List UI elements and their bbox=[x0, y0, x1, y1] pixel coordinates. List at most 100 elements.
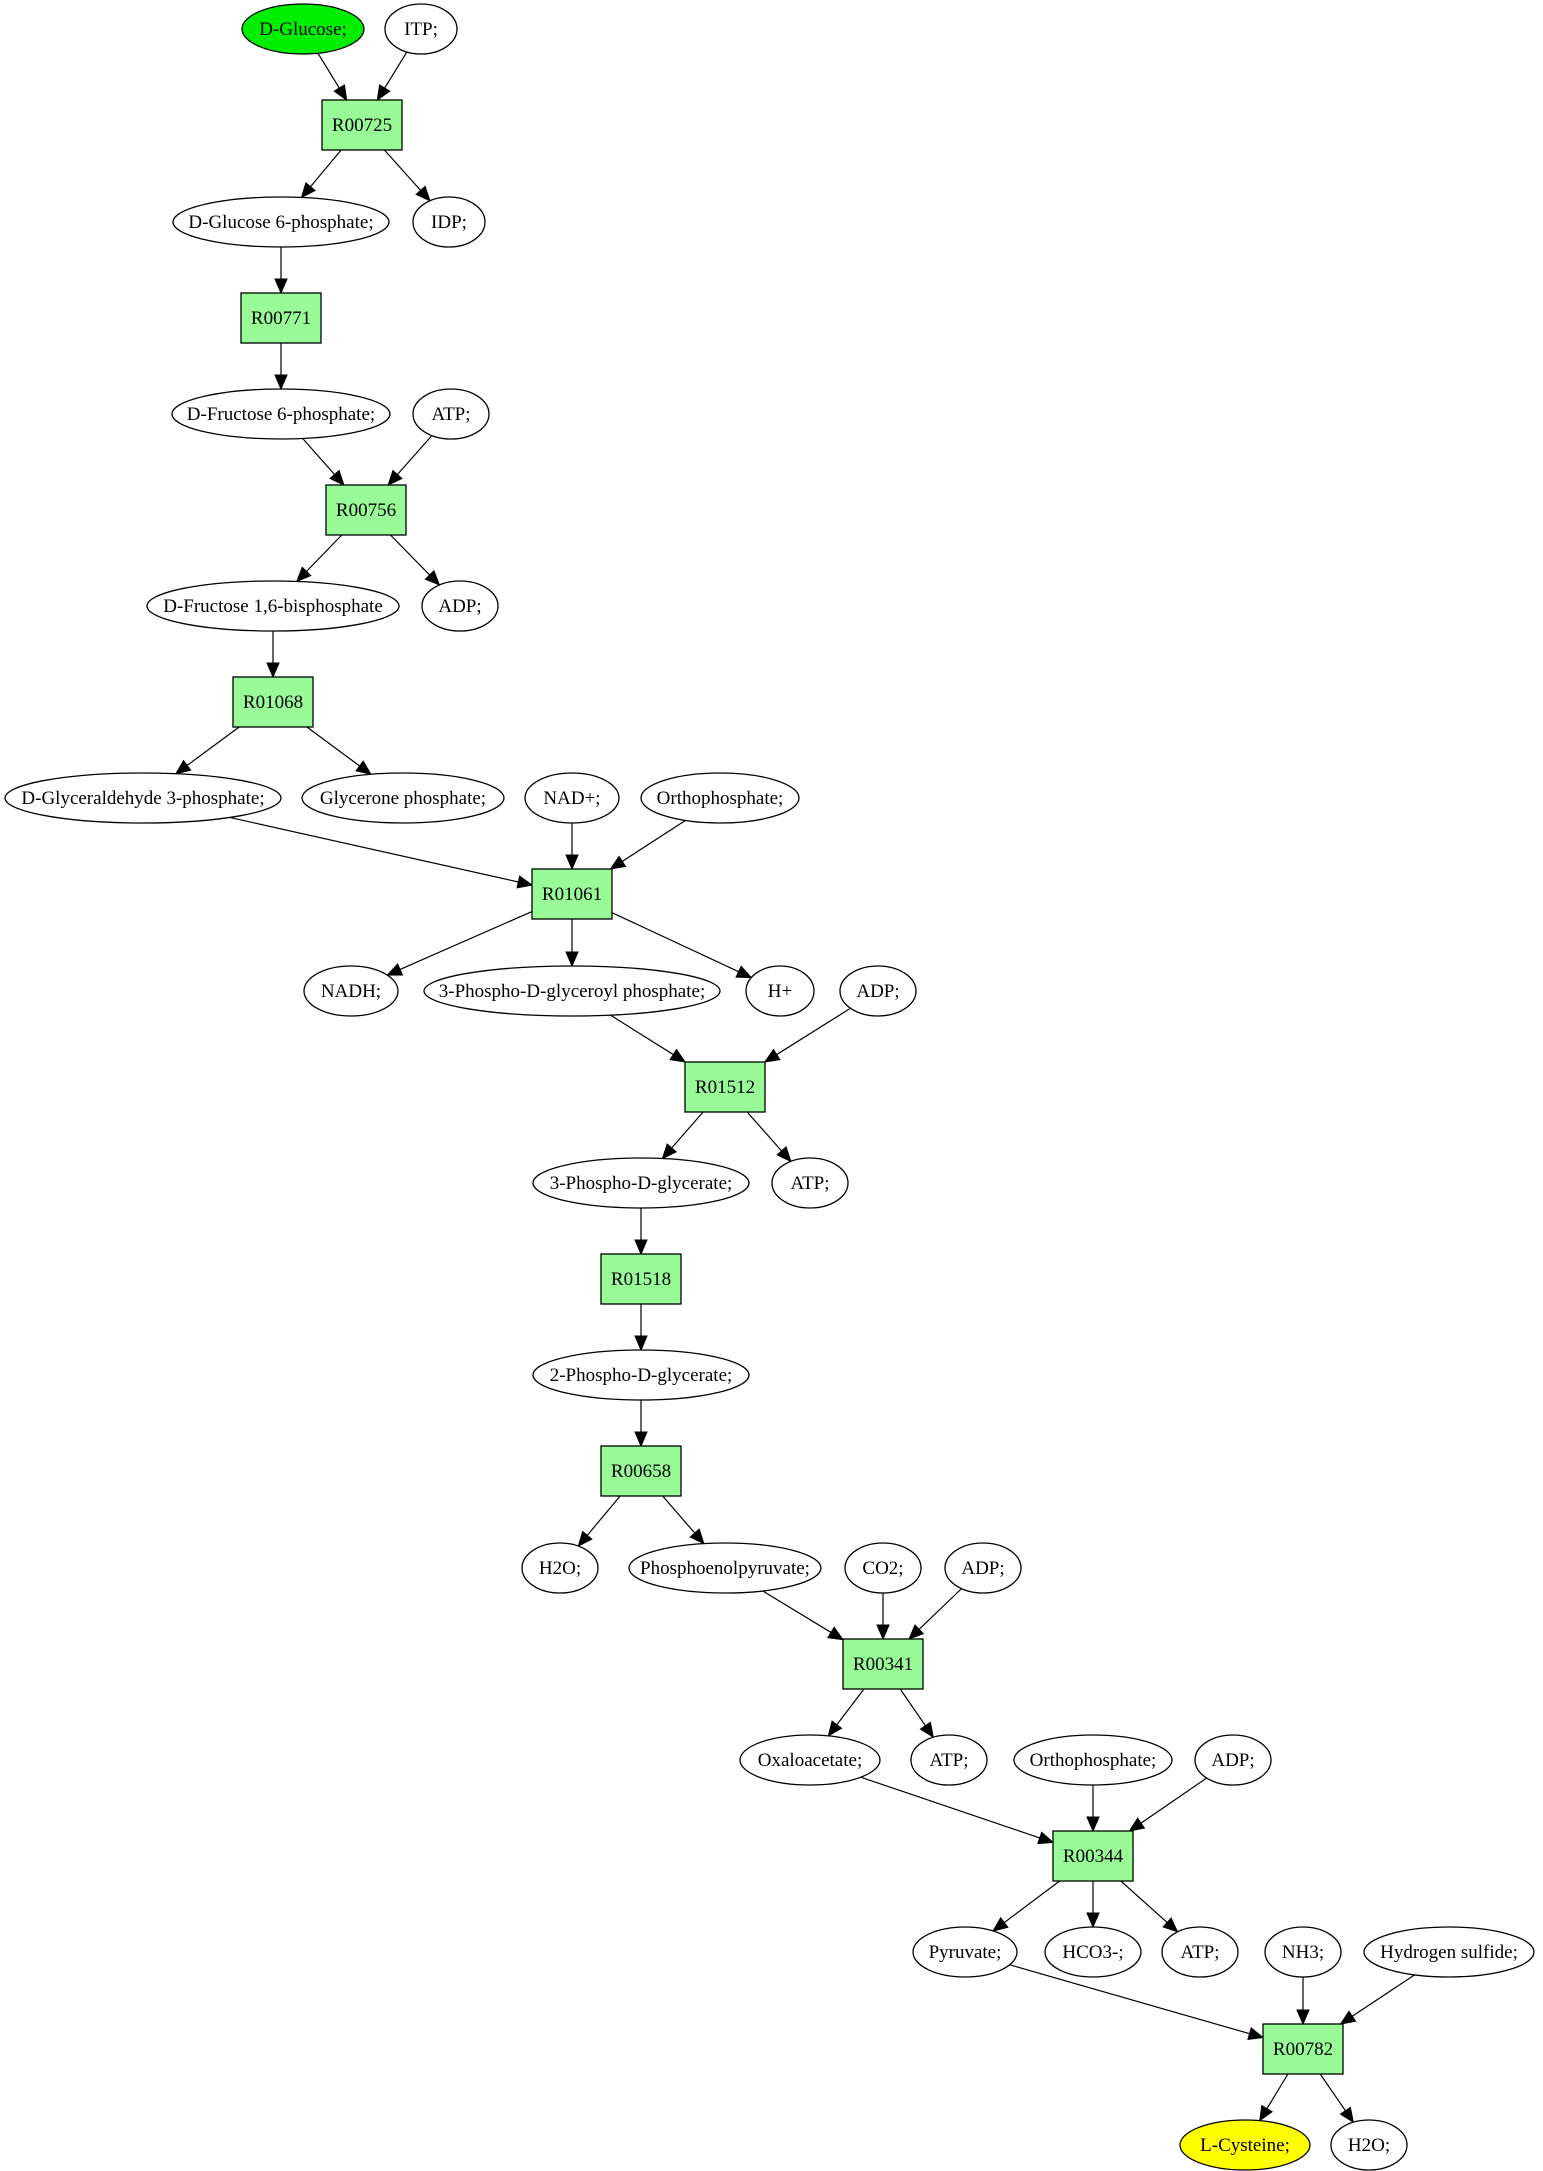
compound-node-c_oaa[interactable]: Oxaloacetate; bbox=[739, 1734, 881, 1786]
node-label: CO2; bbox=[862, 1558, 903, 1579]
compound-node-c_2pg[interactable]: 2-Phospho-D-glycerate; bbox=[532, 1349, 750, 1401]
arrowhead bbox=[266, 662, 280, 679]
reaction-node-r01061[interactable]: R01061 bbox=[531, 868, 613, 920]
edge-r01512-to-c_3pg bbox=[661, 1111, 704, 1160]
edge-r01068-to-c_gap bbox=[174, 726, 240, 775]
node-label: ADP; bbox=[961, 1558, 1004, 1579]
node-label: D-Glucose 6-phosphate; bbox=[188, 212, 373, 233]
node-label: Orthophosphate; bbox=[1030, 1750, 1157, 1771]
compound-node-c_adp1[interactable]: ADP; bbox=[421, 580, 499, 632]
node-label: ATP; bbox=[790, 1173, 829, 1194]
compound-node-c_hco3[interactable]: HCO3-; bbox=[1044, 1926, 1142, 1978]
compound-node-c_atp3[interactable]: ATP; bbox=[910, 1734, 988, 1786]
edge-r00782-to-c_cys bbox=[1259, 2073, 1289, 2122]
node-shape bbox=[531, 868, 613, 920]
reaction-node-r00658[interactable]: R00658 bbox=[600, 1445, 682, 1497]
node-label: 2-Phospho-D-glycerate; bbox=[550, 1365, 733, 1386]
reaction-node-r01512[interactable]: R01512 bbox=[684, 1061, 766, 1113]
node-label: R00756 bbox=[336, 500, 396, 521]
edge-c_nh3-to-r00782 bbox=[1296, 1977, 1310, 2026]
arrowhead bbox=[1037, 1831, 1055, 1845]
reaction-node-r01518[interactable]: R01518 bbox=[600, 1253, 682, 1305]
edge-line bbox=[306, 726, 360, 767]
node-shape bbox=[1013, 1734, 1173, 1786]
compound-node-c_adp3[interactable]: ADP; bbox=[944, 1542, 1022, 1594]
compound-node-c_h[interactable]: H+ bbox=[745, 965, 815, 1017]
arrowhead bbox=[1296, 2009, 1310, 2026]
compound-node-c_pep[interactable]: Phosphoenolpyruvate; bbox=[628, 1542, 822, 1594]
node-label: NADH; bbox=[321, 981, 381, 1002]
compound-node-c_adp2[interactable]: ADP; bbox=[839, 965, 917, 1017]
edge-c_pyr-to-r00782 bbox=[1009, 1964, 1265, 2041]
node-shape bbox=[842, 1638, 924, 1690]
node-label: ATP; bbox=[1180, 1942, 1219, 1963]
compound-node-c_itp[interactable]: ITP; bbox=[384, 3, 458, 55]
node-label: H+ bbox=[768, 981, 792, 1002]
compound-node-c_gap[interactable]: D-Glyceraldehyde 3-phosphate; bbox=[4, 772, 282, 824]
node-label: HCO3-; bbox=[1062, 1942, 1123, 1963]
compound-node-c_dhap[interactable]: Glycerone phosphate; bbox=[301, 772, 505, 824]
arrowhead bbox=[735, 965, 753, 979]
compound-node-c_pi1[interactable]: Orthophosphate; bbox=[640, 772, 800, 824]
node-shape bbox=[1161, 1926, 1239, 1978]
arrowhead bbox=[1086, 1816, 1100, 1833]
compound-node-c_fbp[interactable]: D-Fructose 1,6-bisphosphate bbox=[146, 580, 400, 632]
compound-node-c_3pg[interactable]: 3-Phospho-D-glycerate; bbox=[532, 1157, 750, 1209]
edge-line bbox=[1319, 2073, 1346, 2112]
node-label: D-Glucose; bbox=[259, 19, 347, 40]
compound-node-c_h2o2[interactable]: H2O; bbox=[1330, 2119, 1408, 2171]
edge-line bbox=[836, 1688, 865, 1726]
reaction-node-r00756[interactable]: R00756 bbox=[325, 484, 407, 536]
node-shape bbox=[412, 388, 490, 440]
compound-node-c_cys[interactable]: L-Cysteine; bbox=[1179, 2119, 1311, 2171]
node-shape bbox=[532, 1349, 750, 1401]
compound-node-c_h2o1[interactable]: H2O; bbox=[521, 1542, 599, 1594]
edge-c_co2-to-r00341 bbox=[876, 1593, 890, 1641]
edge-c_bpg-to-r01512 bbox=[610, 1014, 687, 1063]
edge-line bbox=[1351, 1974, 1415, 2017]
compound-node-c_glucose[interactable]: D-Glucose; bbox=[241, 3, 365, 55]
compound-node-c_nh3[interactable]: NH3; bbox=[1264, 1926, 1342, 1978]
compound-node-c_adp4[interactable]: ADP; bbox=[1194, 1734, 1272, 1786]
edge-c_h2s-to-r00782 bbox=[1339, 1974, 1415, 2025]
compound-node-c_f6p[interactable]: D-Fructose 6-phosphate; bbox=[171, 388, 391, 440]
compound-node-c_atp2[interactable]: ATP; bbox=[771, 1157, 849, 1209]
compound-node-c_nadh[interactable]: NADH; bbox=[303, 965, 399, 1017]
arrowhead bbox=[1162, 1917, 1179, 1933]
compound-node-c_idp[interactable]: IDP; bbox=[412, 196, 486, 248]
arrowhead bbox=[827, 1626, 845, 1641]
reaction-node-r00344[interactable]: R00344 bbox=[1052, 1830, 1134, 1882]
arrowhead bbox=[565, 951, 579, 968]
node-shape bbox=[640, 772, 800, 824]
node-shape bbox=[232, 676, 314, 728]
arrowhead bbox=[300, 181, 316, 199]
node-label: Pyruvate; bbox=[929, 1942, 1002, 1963]
node-label: Hydrogen sulfide; bbox=[1380, 1942, 1518, 1963]
compound-node-c_co2[interactable]: CO2; bbox=[844, 1542, 922, 1594]
compound-node-c_pyr[interactable]: Pyruvate; bbox=[912, 1926, 1018, 1978]
compound-node-c_atp4[interactable]: ATP; bbox=[1161, 1926, 1239, 1978]
reaction-node-r00725[interactable]: R00725 bbox=[321, 99, 403, 151]
compound-node-c_nad[interactable]: NAD+; bbox=[524, 772, 620, 824]
compound-node-c_pi2[interactable]: Orthophosphate; bbox=[1013, 1734, 1173, 1786]
compound-node-c_atp1[interactable]: ATP; bbox=[412, 388, 490, 440]
edge-line bbox=[1140, 1777, 1208, 1824]
reaction-node-r00782[interactable]: R00782 bbox=[1262, 2023, 1344, 2075]
compound-node-c_h2s[interactable]: Hydrogen sulfide; bbox=[1363, 1926, 1535, 1978]
reaction-node-r00341[interactable]: R00341 bbox=[842, 1638, 924, 1690]
compound-node-c_g6p[interactable]: D-Glucose 6-phosphate; bbox=[172, 196, 390, 248]
node-label: R00344 bbox=[1063, 1846, 1124, 1867]
arrowhead bbox=[424, 569, 441, 586]
node-shape bbox=[146, 580, 400, 632]
edge-r00341-to-c_atp3 bbox=[899, 1688, 935, 1739]
reaction-node-r00771[interactable]: R00771 bbox=[240, 292, 322, 344]
node-shape bbox=[4, 772, 282, 824]
edge-line bbox=[384, 51, 408, 89]
edge-r01061-to-c_bpg bbox=[565, 919, 579, 968]
compound-node-c_bpg[interactable]: 3-Phospho-D-glyceroyl phosphate; bbox=[423, 965, 721, 1017]
reaction-node-r01068[interactable]: R01068 bbox=[232, 676, 314, 728]
edge-r00756-to-c_adp1 bbox=[390, 534, 441, 586]
node-shape bbox=[423, 965, 721, 1017]
edge-r00756-to-c_fbp bbox=[295, 534, 343, 583]
arrowhead bbox=[876, 1624, 890, 1641]
